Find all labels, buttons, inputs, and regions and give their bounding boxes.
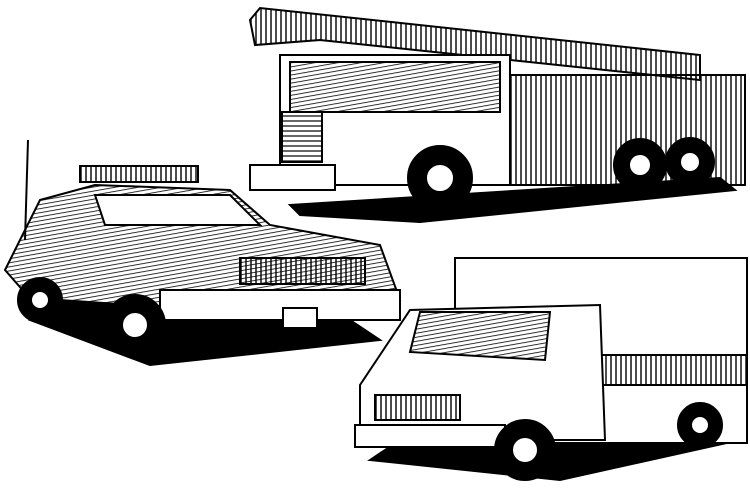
windshield bbox=[93, 194, 263, 226]
license-plate bbox=[282, 307, 318, 329]
ambulance-stripe bbox=[599, 354, 748, 386]
light-bar bbox=[79, 165, 199, 183]
ambulance-bumper bbox=[354, 424, 506, 448]
antenna bbox=[24, 139, 29, 241]
grille bbox=[281, 111, 323, 163]
ambulance-grille bbox=[374, 394, 461, 421]
cab-windows bbox=[289, 61, 501, 113]
ambulance bbox=[354, 257, 748, 482]
police-bumper bbox=[159, 289, 401, 321]
police-car bbox=[3, 139, 402, 367]
ambulance-windshield bbox=[408, 311, 552, 362]
police-grille bbox=[239, 257, 366, 285]
front-bumper bbox=[249, 164, 336, 191]
fire-truck bbox=[248, 6, 746, 224]
